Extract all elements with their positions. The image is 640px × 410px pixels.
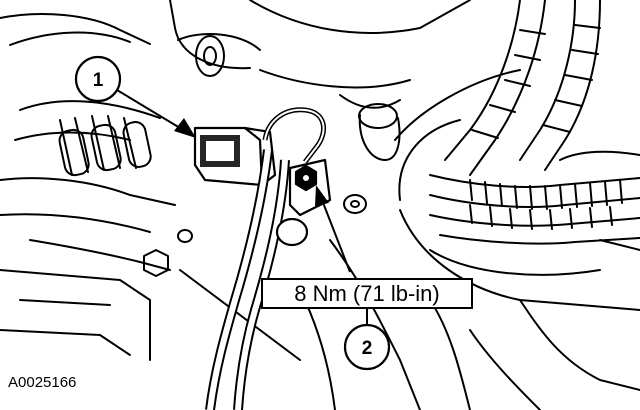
boss-upper: [195, 35, 225, 77]
torque-spec-text: 8 Nm (71 lb-in): [294, 281, 439, 306]
callout-2-leader-upper: [321, 199, 351, 273]
figure-id: A0025166: [8, 374, 76, 391]
callout-1-circle: [74, 55, 122, 103]
hex-bolt-lower-left: [143, 249, 169, 277]
torque-spec-box: 8 Nm (71 lb-in): [261, 278, 473, 309]
callout-1-leader: [116, 89, 181, 129]
callout-1-arrowhead: [174, 118, 196, 138]
bolt-head-right: [343, 194, 367, 214]
callout-1: 1: [74, 55, 196, 138]
callout-2-number: 2: [362, 338, 373, 359]
callout-2: 2: [315, 185, 391, 371]
callout-1-number: 1: [93, 70, 104, 91]
sensor-connector-assembly: [193, 107, 332, 410]
torque-spec-frame: [261, 278, 473, 309]
callout-2-arrowhead: [315, 185, 329, 206]
